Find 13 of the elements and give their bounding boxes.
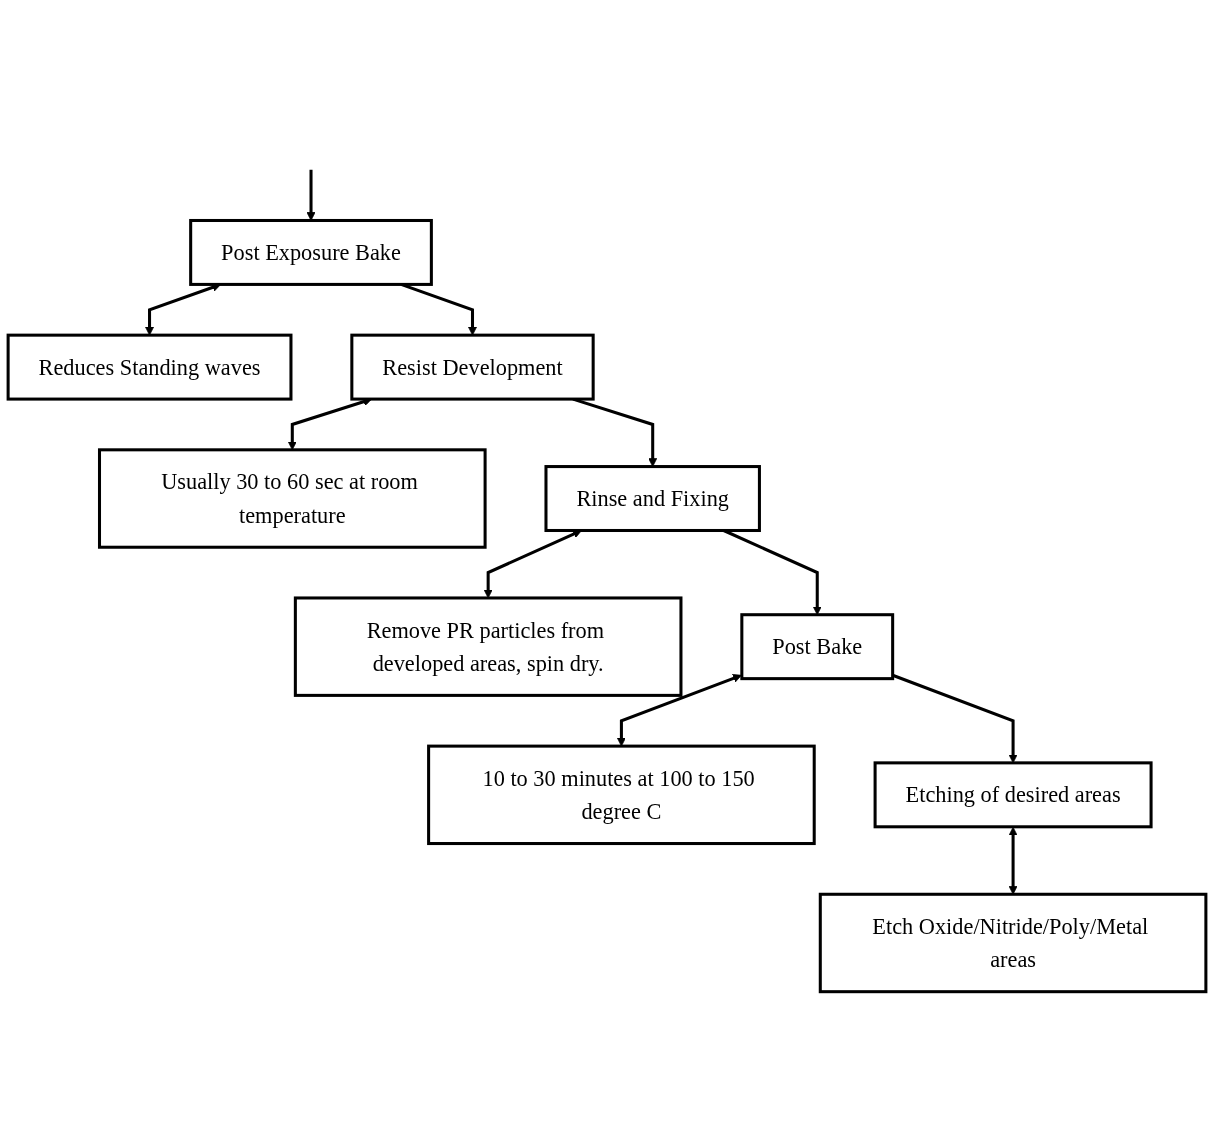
arrow: [616, 674, 742, 747]
arrow: [1008, 826, 1018, 895]
node-box: Remove PR particles from developed areas, spin dry.: [293, 596, 683, 697]
node-box: 10 to 30 minutes at 100 to 150 degree C: [427, 744, 816, 846]
node-box: Etch Oxide/Nitride/Poly/Metal areas: [818, 892, 1208, 994]
node-box: Rinse and Fixing: [544, 465, 761, 532]
node-box: Resist Development: [350, 333, 595, 401]
node-box: Post Exposure Bake: [189, 218, 433, 286]
node-box: Etching of desired areas: [873, 761, 1153, 829]
node-box: Usually 30 to 60 sec at room temperature: [98, 448, 487, 549]
node-box: Post Bake: [740, 613, 895, 681]
node-box: Reduces Standing waves: [6, 333, 293, 401]
arrow: [306, 169, 316, 221]
